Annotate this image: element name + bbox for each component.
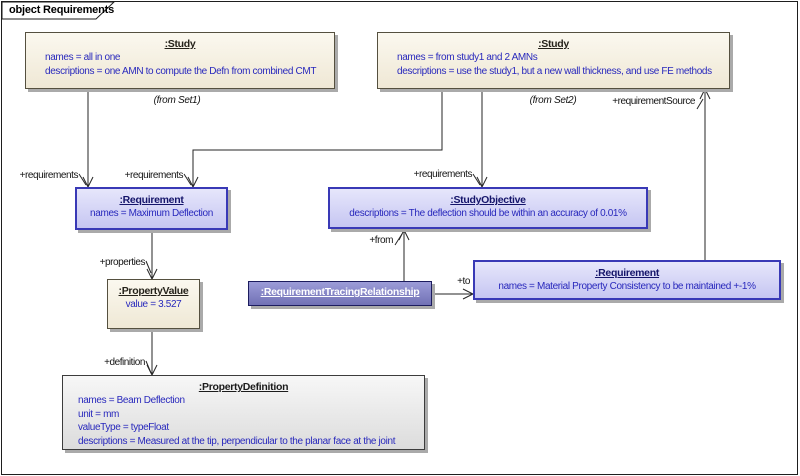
slot-descriptions: descriptions = The deflection should be …: [349, 208, 627, 219]
object-title: :Study: [538, 38, 569, 50]
slot-value: value = 3.527: [125, 299, 182, 310]
object-title: :Requirement: [119, 194, 184, 206]
arrowhead-up: [699, 87, 711, 100]
edge-label-definition: +definition: [104, 357, 145, 368]
edge-label-requirements-2: +requirements: [124, 170, 184, 181]
slot-descriptions: descriptions = Measured at the tip, perp…: [78, 435, 396, 447]
object-title: :PropertyValue: [118, 285, 189, 297]
slot-unit: unit = mm: [78, 408, 120, 420]
annotation-from-set2: (from Set2): [529, 95, 577, 106]
object-box-requirement2[interactable]: :Requirement names = Material Property C…: [473, 260, 781, 300]
label-tick: [145, 260, 152, 274]
edge-study2-to-requirement1: [192, 89, 443, 187]
slot-names: names = all in one: [45, 52, 121, 63]
edge-label-requirements-1: +requirements: [19, 170, 79, 181]
object-box-requirement1[interactable]: :Requirement names = Maximum Deflection: [75, 187, 228, 230]
object-title: :StudyObjective: [450, 194, 526, 206]
slot-descriptions: descriptions = use the study1, but a new…: [397, 65, 712, 77]
label-tick: [394, 233, 403, 246]
object-box-propertydefinition[interactable]: :PropertyDefinition names = Beam Deflect…: [62, 375, 425, 450]
edge-label-requirements-3: +requirements: [413, 169, 473, 180]
object-title: :Requirement: [594, 267, 660, 279]
slot-names: names = Beam Deflection: [78, 395, 185, 406]
label-tick: [472, 173, 481, 186]
object-title: :Study: [164, 38, 196, 50]
object-title: :PropertyDefinition: [198, 381, 289, 393]
edge-label-from: +from: [369, 235, 393, 246]
object-box-propertyvalue[interactable]: :PropertyValue value = 3.527: [107, 279, 200, 329]
label-tick: [696, 98, 704, 110]
edge-label-requirementsource: +requirementSource: [612, 96, 695, 107]
object-box-studyobjective[interactable]: :StudyObjective descriptions = The defle…: [328, 187, 648, 229]
edge-label-properties: +properties: [99, 257, 146, 268]
slot-names: names = Maximum Deflection: [90, 208, 213, 219]
label-tick: [183, 173, 192, 186]
label-tick: [145, 360, 152, 374]
label-tick: [78, 173, 87, 186]
object-title: :RequirementTracingRelationship: [260, 286, 420, 298]
frame-tab-label: object Requirements: [9, 4, 115, 16]
slot-names: names = Material Property Consistency to…: [498, 281, 756, 292]
object-box-requirementtracingrelationship[interactable]: :RequirementTracingRelationship: [248, 281, 432, 306]
slot-names: names = from study1 and 2 AMNs: [397, 52, 538, 63]
object-box-study1[interactable]: :Study names = all in one descriptions =…: [25, 32, 335, 89]
edge-label-to: +to: [457, 276, 470, 287]
object-box-study2[interactable]: :Study names = from study1 and 2 AMNs de…: [377, 32, 730, 89]
slot-valuetype: valueType = typeFloat: [78, 422, 169, 433]
slot-descriptions: descriptions = one AMN to compute the De…: [45, 65, 317, 77]
frame-tab: [1, 1, 116, 20]
annotation-from-set1: (from Set1): [153, 95, 201, 106]
